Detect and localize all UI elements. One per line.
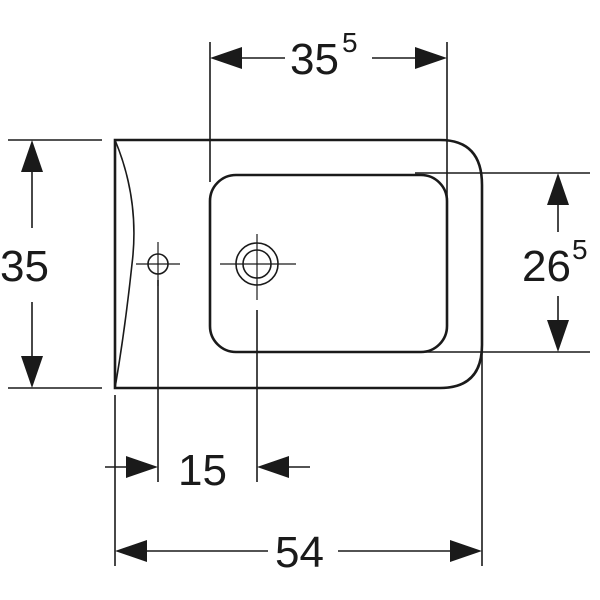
dimension-height: 35: [0, 139, 102, 389]
dimension-hole-spacing: 15: [105, 280, 310, 495]
dimension-label: 26: [522, 242, 571, 291]
bidet-bowl: [208, 173, 449, 354]
tap-hole: [220, 234, 296, 300]
mount-hole: [136, 242, 180, 286]
dimension-label: 35: [0, 242, 49, 291]
dimension-label: 35: [290, 35, 339, 84]
dimension-total-length: 54: [114, 338, 483, 577]
bidet-left-edge: [114, 139, 135, 389]
dimension-label: 15: [178, 446, 227, 495]
dimension-bowl-depth: 26 5: [415, 172, 590, 353]
dimension-superscript: 5: [572, 234, 588, 265]
dimension-label: 54: [275, 528, 324, 577]
dimension-top-width: 35 5: [209, 27, 448, 202]
dimension-superscript: 5: [342, 27, 358, 58]
